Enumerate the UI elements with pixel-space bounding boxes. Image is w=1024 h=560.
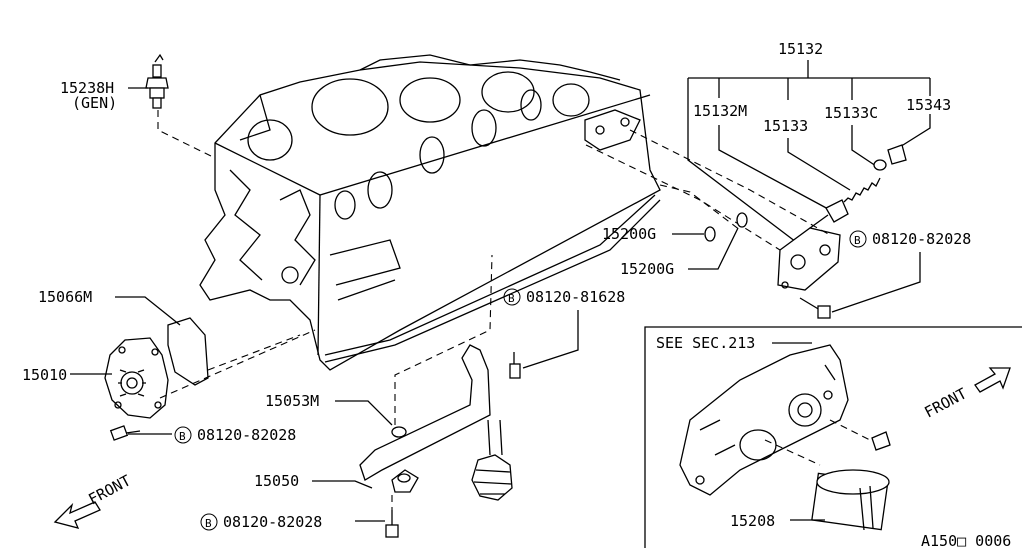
label-filter: 15208 [730,512,775,530]
label-see-sec: SEE SEC.213 [656,334,755,352]
label-regulator-sub4: 15343 [906,96,951,114]
regulator-bolt [799,297,831,319]
bolt-symbol-icon [200,513,218,531]
label-sensor-sub: (GEN) [72,94,117,112]
oil-pump [104,337,169,419]
bolt-symbol-letter: B [508,292,515,305]
bolt-symbol-icon [503,288,521,306]
pump-bolt [109,425,141,441]
oil-strainer [359,344,513,501]
strainer-oring [391,426,407,438]
relief-plunger [825,199,849,223]
seal-ring-1 [704,226,716,242]
label-strainer: 15050 [254,472,299,490]
regulator-valve [777,214,841,291]
strainer-bolt [385,510,399,538]
relief-washer [873,159,887,171]
seal-ring-2 [736,212,748,228]
front-arrow-right-icon [974,367,1011,393]
label-bolt-bracket: 08120-81628 [526,288,625,306]
label-bolt-pump: 08120-82028 [197,426,296,444]
bolt-symbol-letter: B [205,517,212,530]
filter-bracket [679,344,849,496]
label-front-right: FRONT [921,384,969,421]
label-pump: 15010 [22,366,67,384]
label-regulator-sub2: 15133 [763,117,808,135]
relief-plug [887,144,907,165]
label-seal2: 15200G [620,260,674,278]
inset-frame [644,326,1022,548]
bolt-symbol-icon [849,230,867,248]
label-regulator-group: 15132 [778,40,823,58]
pump-gasket [167,317,209,386]
bolt-symbol-letter: B [854,234,861,247]
oil-pressure-sensor [145,53,169,109]
label-front-left: FRONT [85,471,133,508]
relief-spring [843,177,881,203]
label-bolt-regulator: 08120-82028 [872,230,971,248]
oil-filter [811,469,890,531]
label-oring: 15053M [265,392,319,410]
label-bolt-strainer: 08120-82028 [223,513,322,531]
label-seal1: 15200G [602,225,656,243]
front-arrow-left-icon [53,501,101,529]
bracket-bolt [509,352,521,379]
inset-plug [871,431,891,451]
bolt-symbol-letter: B [179,430,186,443]
engine-block [199,54,661,371]
label-diagram-id: A150□ 0006 [921,532,1011,550]
label-gasket: 15066M [38,288,92,306]
label-regulator-sub3: 15133C [824,104,878,122]
bolt-symbol-icon [174,426,192,444]
label-regulator-sub1: 15132M [693,102,747,120]
label-sensor: 15238H [60,79,114,97]
